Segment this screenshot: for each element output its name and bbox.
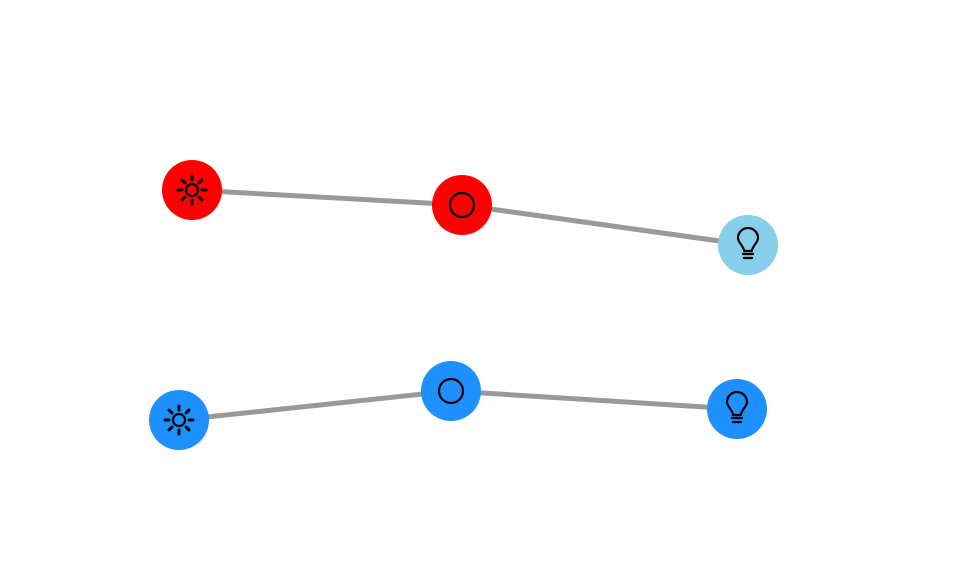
sun-icon xyxy=(163,404,195,436)
edges-layer xyxy=(178,187,749,423)
lightbulb-icon xyxy=(725,390,749,424)
circle-icon xyxy=(437,377,465,405)
node-circle xyxy=(149,390,209,450)
node-top-bulb[interactable] xyxy=(718,215,778,275)
edge-top-sun-to-top-circle xyxy=(191,187,463,208)
node-circle xyxy=(718,215,778,275)
sun-icon xyxy=(176,174,208,206)
edge-top-circle-to-top-bulb xyxy=(461,202,749,248)
node-bottom-sun[interactable] xyxy=(149,390,209,450)
node-circle xyxy=(432,175,492,235)
lightbulb-icon xyxy=(736,226,760,260)
edge-bottom-sun-to-bottom-circle xyxy=(178,388,452,423)
node-circle xyxy=(707,379,767,439)
node-bottom-circle[interactable] xyxy=(421,361,481,421)
node-circle xyxy=(421,361,481,421)
node-bottom-bulb[interactable] xyxy=(707,379,767,439)
node-top-circle[interactable] xyxy=(432,175,492,235)
edge-bottom-circle-to-bottom-bulb xyxy=(450,388,738,412)
nodes-layer xyxy=(149,160,778,450)
node-circle xyxy=(162,160,222,220)
node-top-sun[interactable] xyxy=(162,160,222,220)
circle-icon xyxy=(448,191,476,219)
